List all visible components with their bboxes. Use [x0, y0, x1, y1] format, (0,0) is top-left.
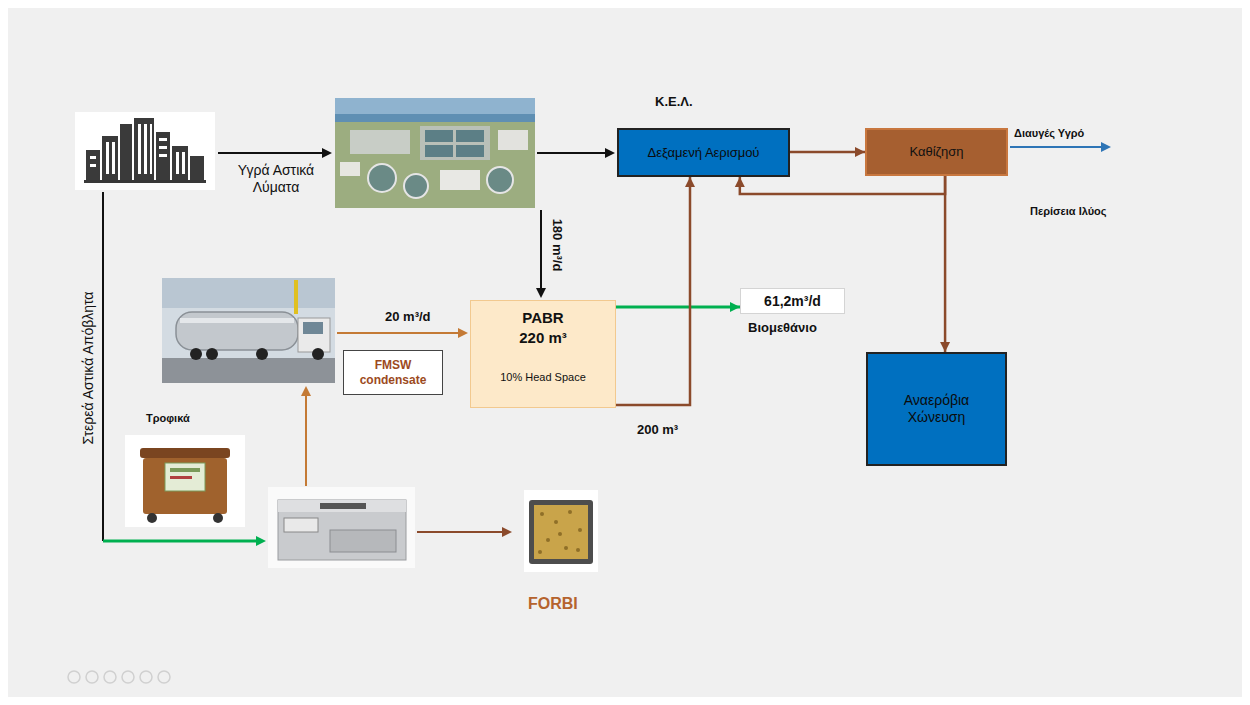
- waste-flow: [103, 536, 266, 546]
- connector-line: [616, 177, 690, 405]
- connector-line: [740, 176, 945, 194]
- flow-box: 61,2m³/d: [740, 288, 845, 314]
- dryer-machine: [268, 487, 415, 568]
- connector: [735, 176, 945, 194]
- diagram-label: Κ.Ε.Λ.: [655, 94, 693, 110]
- wwtp-photo: [335, 98, 535, 208]
- digester-box: Αναερόβια Χώνευση: [866, 352, 1007, 466]
- node-text: PABR: [522, 309, 563, 327]
- arrow-head: [855, 147, 865, 157]
- forbi-tray: [524, 490, 598, 572]
- node-text: 220 m³: [519, 329, 567, 347]
- diagram-label: 20 m³/d: [385, 309, 431, 325]
- diagram-label: Υγρά Αστικά Λύματα: [220, 162, 332, 196]
- connector-line: [616, 306, 740, 309]
- diagram-label: Τροφικά: [146, 412, 190, 425]
- slide-controls: [68, 671, 170, 683]
- node-text: 61,2m³/d: [764, 293, 821, 310]
- node-text: Δεξαμενή Αερισμού: [648, 145, 760, 161]
- node-text: Καθίζηση: [909, 144, 963, 160]
- connector: [616, 177, 695, 405]
- connector-line: [944, 176, 947, 352]
- arrow-head: [940, 342, 950, 352]
- diagram-label: Βιομεθάνιο: [748, 320, 817, 336]
- flow-arrow: [103, 148, 615, 541]
- node-text: FMSW condensate: [350, 358, 436, 387]
- diagram-label: Στερεά Αστικά Απόβλητα: [80, 292, 97, 445]
- diagram-label: Περίσεια Ιλύος: [1030, 205, 1107, 218]
- node-text: Αναερόβια Χώνευση: [874, 392, 999, 426]
- food-bin: [125, 435, 245, 527]
- connector: [616, 302, 740, 312]
- diagram-label: Διαυγές Υγρό: [1014, 127, 1084, 140]
- note-box: FMSW condensate: [343, 350, 443, 395]
- reactor-box: PABR 220 m³ 10% Head Space: [470, 300, 616, 408]
- connector: [790, 147, 865, 157]
- arrow-head: [730, 302, 740, 312]
- city-icon: [75, 112, 215, 190]
- connector-line: [790, 151, 865, 154]
- condensate-arrow: [337, 328, 468, 338]
- arrow-head: [685, 177, 695, 187]
- arrow-head: [735, 177, 745, 187]
- truck-photo: [162, 278, 335, 383]
- process-tank: Δεξαμενή Αερισμού: [617, 128, 790, 177]
- process-arrow: [301, 386, 512, 537]
- diagram-label: FORBI: [528, 594, 578, 613]
- diagram-label: 180 m³/d: [549, 219, 565, 272]
- effluent-arrow: [1010, 142, 1111, 152]
- edge-label: 200 m³: [635, 422, 680, 438]
- connector: [940, 176, 950, 352]
- node-text: 10% Head Space: [500, 371, 586, 384]
- settling-tank: Καθίζηση: [865, 128, 1008, 176]
